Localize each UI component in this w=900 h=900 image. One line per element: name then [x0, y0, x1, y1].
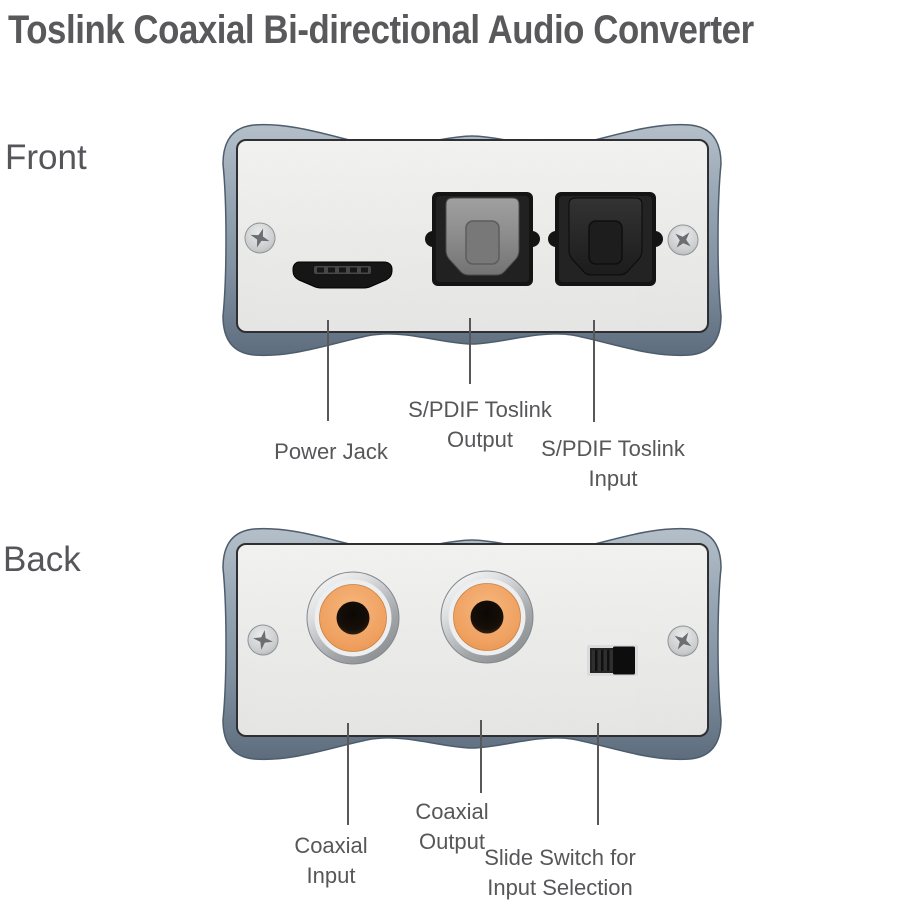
toslink-input-port [548, 192, 663, 286]
input-selection-slide-switch [587, 645, 638, 676]
callout-line-toslink-output [469, 318, 471, 384]
front-device-photo [220, 118, 725, 362]
label-slide-switch-line2: Input Selection [487, 874, 633, 900]
front-device-svg [222, 123, 722, 357]
back-device-svg [222, 527, 722, 761]
callout-line-coaxial-input [347, 723, 349, 825]
back-screw-right [667, 625, 699, 657]
label-power-jack: Power Jack [241, 437, 421, 467]
label-slide-switch-line1: Slide Switch for [484, 845, 636, 870]
label-toslink-output-line2: Output [446, 426, 514, 452]
page-title: Toslink Coaxial Bi-directional Audio Con… [8, 8, 754, 52]
label-coaxial-output: Coaxial Output [362, 797, 542, 857]
label-slide-switch: Slide Switch for Input Selection [450, 843, 670, 900]
callout-line-toslink-input [593, 320, 595, 422]
callout-line-power-jack [327, 320, 329, 421]
power-jack-port [292, 261, 393, 289]
label-coaxial-input-line2: Input [306, 862, 356, 888]
coaxial-output-jack [440, 570, 534, 664]
callout-line-coaxial-output [480, 720, 482, 793]
back-device-photo [220, 522, 725, 766]
coaxial-input-jack [306, 571, 400, 665]
front-screw-right [667, 224, 699, 256]
label-power-jack-text: Power Jack [274, 439, 388, 464]
front-heading: Front [5, 138, 87, 177]
label-coaxial-output-line2: Output [418, 828, 486, 854]
label-toslink-input: S/PDIF Toslink Input [523, 434, 703, 494]
back-screw-left [247, 624, 279, 656]
toslink-output-port [425, 192, 540, 286]
label-toslink-output-line1: S/PDIF Toslink [408, 397, 552, 422]
label-coaxial-output-line1: Coaxial [415, 799, 489, 824]
label-toslink-input-line1: S/PDIF Toslink [541, 436, 685, 461]
callout-line-slide-switch [597, 723, 599, 825]
label-toslink-output: S/PDIF Toslink Output [390, 395, 570, 455]
label-toslink-input-line2: Input [588, 465, 638, 491]
front-screw-left [244, 222, 276, 254]
back-heading: Back [3, 540, 81, 579]
label-coaxial-input: Coaxial Input [241, 831, 421, 891]
label-coaxial-input-line1: Coaxial [294, 833, 368, 858]
